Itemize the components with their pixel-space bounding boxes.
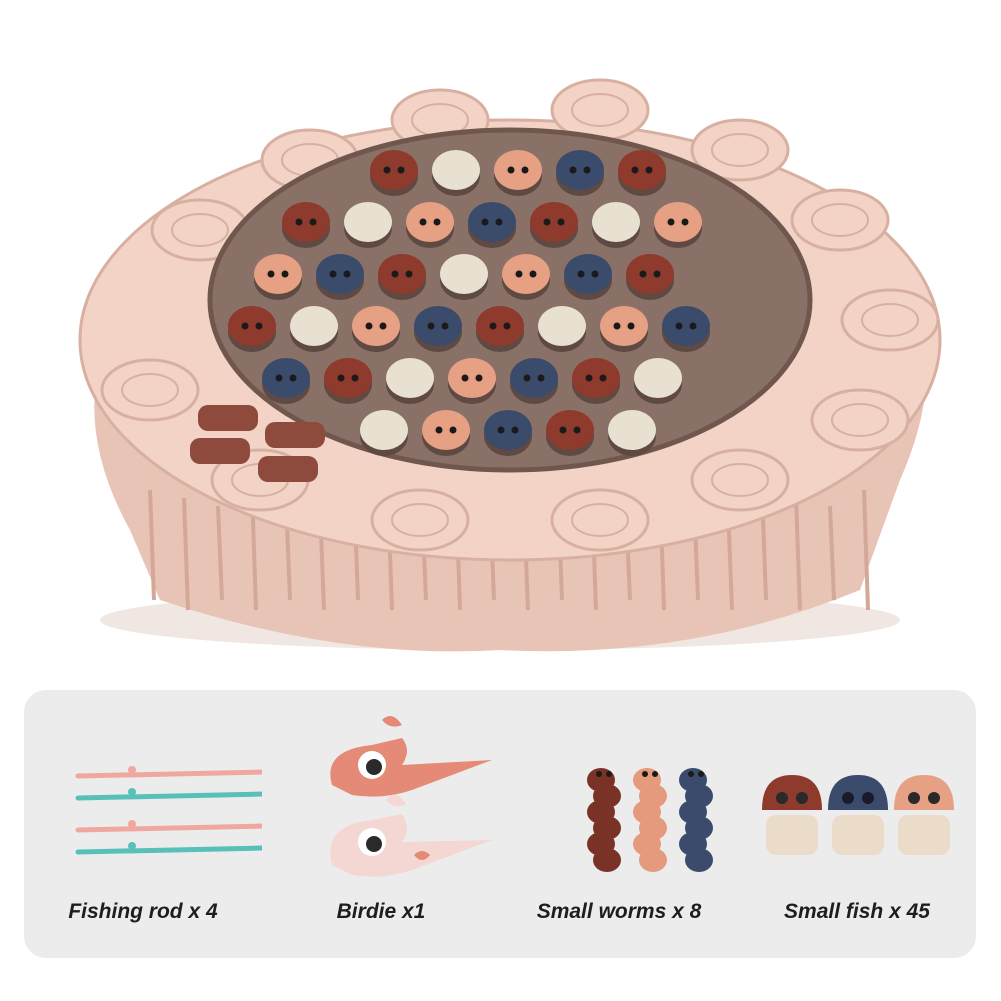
music-buttons <box>190 405 325 482</box>
item-fishing-rod: Fishing rod x 4 <box>24 690 262 958</box>
item-caption: Birdie x1 <box>336 900 426 923</box>
accessories-panel: Fishing rod x 4 Birdie x1 Small worms x … <box>24 690 976 958</box>
toy-illustration <box>78 78 942 652</box>
toy-photo <box>40 60 960 660</box>
item-caption: Small fish x 45 <box>784 900 930 923</box>
fish-cluster <box>228 150 710 456</box>
bird-icon <box>330 716 492 877</box>
item-caption: Small worms x 8 <box>536 900 702 923</box>
fishing-rod-icon <box>75 766 262 855</box>
item-birdie: Birdie x1 <box>262 690 500 958</box>
item-caption: Fishing rod x 4 <box>68 900 218 923</box>
item-fish: Small fish x 45 <box>738 690 976 958</box>
item-worms: Small worms x 8 <box>500 690 738 958</box>
worm-icon <box>587 768 713 872</box>
fish-icon <box>762 775 954 855</box>
